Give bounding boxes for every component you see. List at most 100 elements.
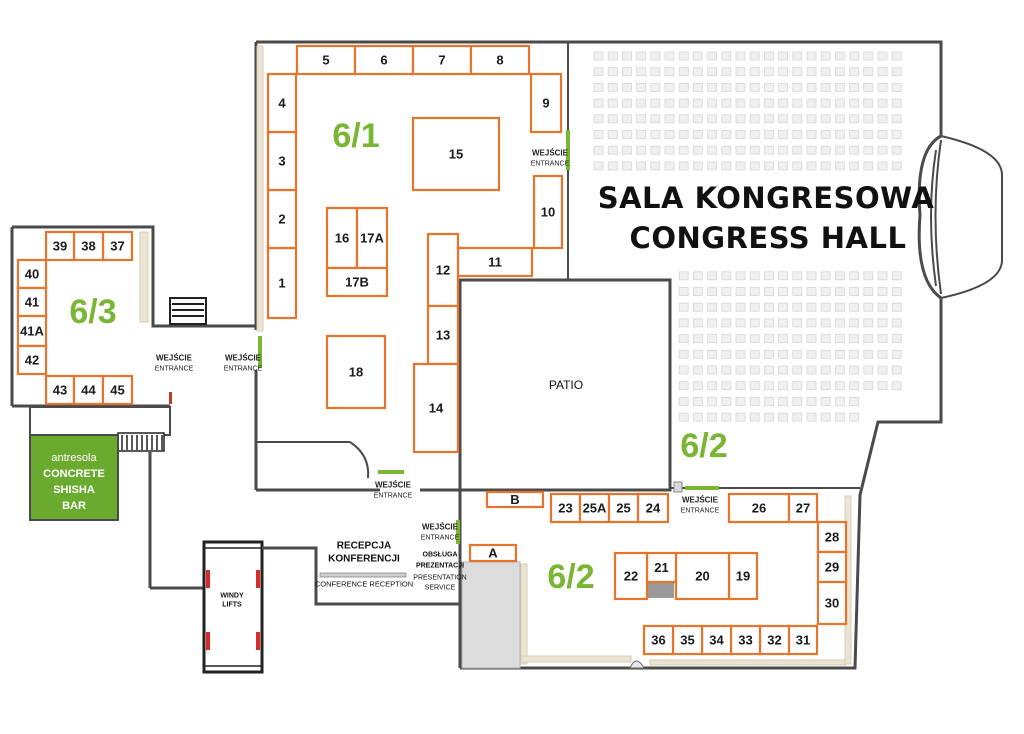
booth-19[interactable]: 19 xyxy=(727,551,759,601)
booth-outline[interactable] xyxy=(101,230,134,262)
booth-outline[interactable] xyxy=(671,624,704,656)
booth-26[interactable]: 26 xyxy=(727,492,791,524)
seat xyxy=(806,51,817,61)
booth-10[interactable]: 10 xyxy=(532,174,564,250)
booth-13[interactable]: 13 xyxy=(426,304,460,366)
booth-28[interactable]: 28 xyxy=(816,520,848,554)
booth-outline[interactable] xyxy=(266,72,298,134)
booth-outline[interactable] xyxy=(266,246,298,320)
booth-15[interactable]: 15 xyxy=(411,116,501,192)
booth-2[interactable]: 2 xyxy=(266,188,298,250)
booth-outline[interactable] xyxy=(613,551,649,601)
booth-17b[interactable]: 17B xyxy=(325,266,389,298)
booth-outline[interactable] xyxy=(355,206,389,270)
booth-outline[interactable] xyxy=(645,551,678,584)
booth-outline[interactable] xyxy=(532,174,564,250)
booth-42[interactable]: 42 xyxy=(16,344,48,376)
booth-8[interactable]: 8 xyxy=(469,44,531,76)
booth-3[interactable]: 3 xyxy=(266,130,298,192)
booth-outline[interactable] xyxy=(549,492,582,524)
entrance-door[interactable] xyxy=(566,130,570,170)
booth-6[interactable]: 6 xyxy=(353,44,415,76)
booth-5[interactable]: 5 xyxy=(295,44,357,76)
booth-outline[interactable] xyxy=(16,314,48,348)
booth-24[interactable]: 24 xyxy=(636,492,670,524)
booth-outline[interactable] xyxy=(456,246,534,278)
booth-30[interactable]: 30 xyxy=(816,580,848,626)
booth-23[interactable]: 23 xyxy=(549,492,582,524)
booth-25[interactable]: 25 xyxy=(607,492,640,524)
entrance-door[interactable] xyxy=(456,520,460,544)
booth-22[interactable]: 22 xyxy=(613,551,649,601)
booth-18[interactable]: 18 xyxy=(325,334,387,410)
booth-35[interactable]: 35 xyxy=(671,624,704,656)
booth-36[interactable]: 36 xyxy=(642,624,675,656)
booth-16[interactable]: 16 xyxy=(325,206,359,270)
booth-outline[interactable] xyxy=(729,624,762,656)
booth-43[interactable]: 43 xyxy=(44,374,76,406)
booth-20[interactable]: 20 xyxy=(674,551,731,601)
booth-7[interactable]: 7 xyxy=(411,44,473,76)
booth-a[interactable]: A xyxy=(468,543,518,563)
booth-outline[interactable] xyxy=(44,374,76,406)
booth-37[interactable]: 37 xyxy=(101,230,134,262)
booth-outline[interactable] xyxy=(325,266,389,298)
booth-29[interactable]: 29 xyxy=(816,550,848,584)
booth-44[interactable]: 44 xyxy=(72,374,105,406)
booth-38[interactable]: 38 xyxy=(72,230,105,262)
booth-34[interactable]: 34 xyxy=(700,624,733,656)
seat xyxy=(877,130,888,139)
booth-outline[interactable] xyxy=(816,580,848,626)
booth-outline[interactable] xyxy=(411,116,501,192)
booth-32[interactable]: 32 xyxy=(758,624,791,656)
booth-outline[interactable] xyxy=(16,344,48,376)
booth-4[interactable]: 4 xyxy=(266,72,298,134)
seat xyxy=(749,396,760,406)
booth-outline[interactable] xyxy=(468,543,518,563)
booth-9[interactable]: 9 xyxy=(529,72,563,134)
booth-outline[interactable] xyxy=(469,44,531,76)
entrance-door[interactable] xyxy=(258,336,262,368)
booth-outline[interactable] xyxy=(412,362,460,454)
booth-39[interactable]: 39 xyxy=(44,230,76,262)
booth-25a[interactable]: 25A xyxy=(578,492,611,524)
booth-b[interactable]: B xyxy=(485,490,545,509)
booth-12[interactable]: 12 xyxy=(426,232,460,308)
seat xyxy=(678,318,689,328)
booth-outline[interactable] xyxy=(16,258,48,290)
entrance-door[interactable] xyxy=(378,470,404,474)
concrete-shisha-bar[interactable] xyxy=(29,434,119,521)
booth-outline[interactable] xyxy=(700,624,733,656)
booth-14[interactable]: 14 xyxy=(412,362,460,454)
booth-33[interactable]: 33 xyxy=(729,624,762,656)
booth-outline[interactable] xyxy=(325,206,359,270)
booth-41[interactable]: 41 xyxy=(16,286,48,318)
booth-31[interactable]: 31 xyxy=(787,624,819,656)
booth-17a[interactable]: 17A xyxy=(355,206,389,270)
booth-45[interactable]: 45 xyxy=(101,374,134,406)
booth-11[interactable]: 11 xyxy=(456,246,534,278)
booth-outline[interactable] xyxy=(642,624,675,656)
booth-outline[interactable] xyxy=(101,374,134,406)
booth-41a[interactable]: 41A xyxy=(16,314,48,348)
booth-outline[interactable] xyxy=(325,334,387,410)
booth-outline[interactable] xyxy=(674,551,731,601)
booth-outline[interactable] xyxy=(44,230,76,262)
entrance-door[interactable] xyxy=(685,486,719,490)
booth-27[interactable]: 27 xyxy=(787,492,819,524)
booth-outline[interactable] xyxy=(353,44,415,76)
lifts-block[interactable] xyxy=(202,540,264,674)
booth-1[interactable]: 1 xyxy=(266,246,298,320)
booth-outline[interactable] xyxy=(266,188,298,250)
booth-21[interactable]: 21 xyxy=(645,551,678,584)
booth-outline[interactable] xyxy=(787,492,819,524)
booth-40[interactable]: 40 xyxy=(16,258,48,290)
booth-outline[interactable] xyxy=(485,490,545,509)
booth-outline[interactable] xyxy=(636,492,670,524)
booth-outline[interactable] xyxy=(426,304,460,366)
booth-outline[interactable] xyxy=(816,520,848,554)
booth-outline[interactable] xyxy=(266,130,298,192)
seat xyxy=(693,302,703,312)
booth-outline[interactable] xyxy=(16,286,48,318)
booth-outline[interactable] xyxy=(529,72,563,134)
